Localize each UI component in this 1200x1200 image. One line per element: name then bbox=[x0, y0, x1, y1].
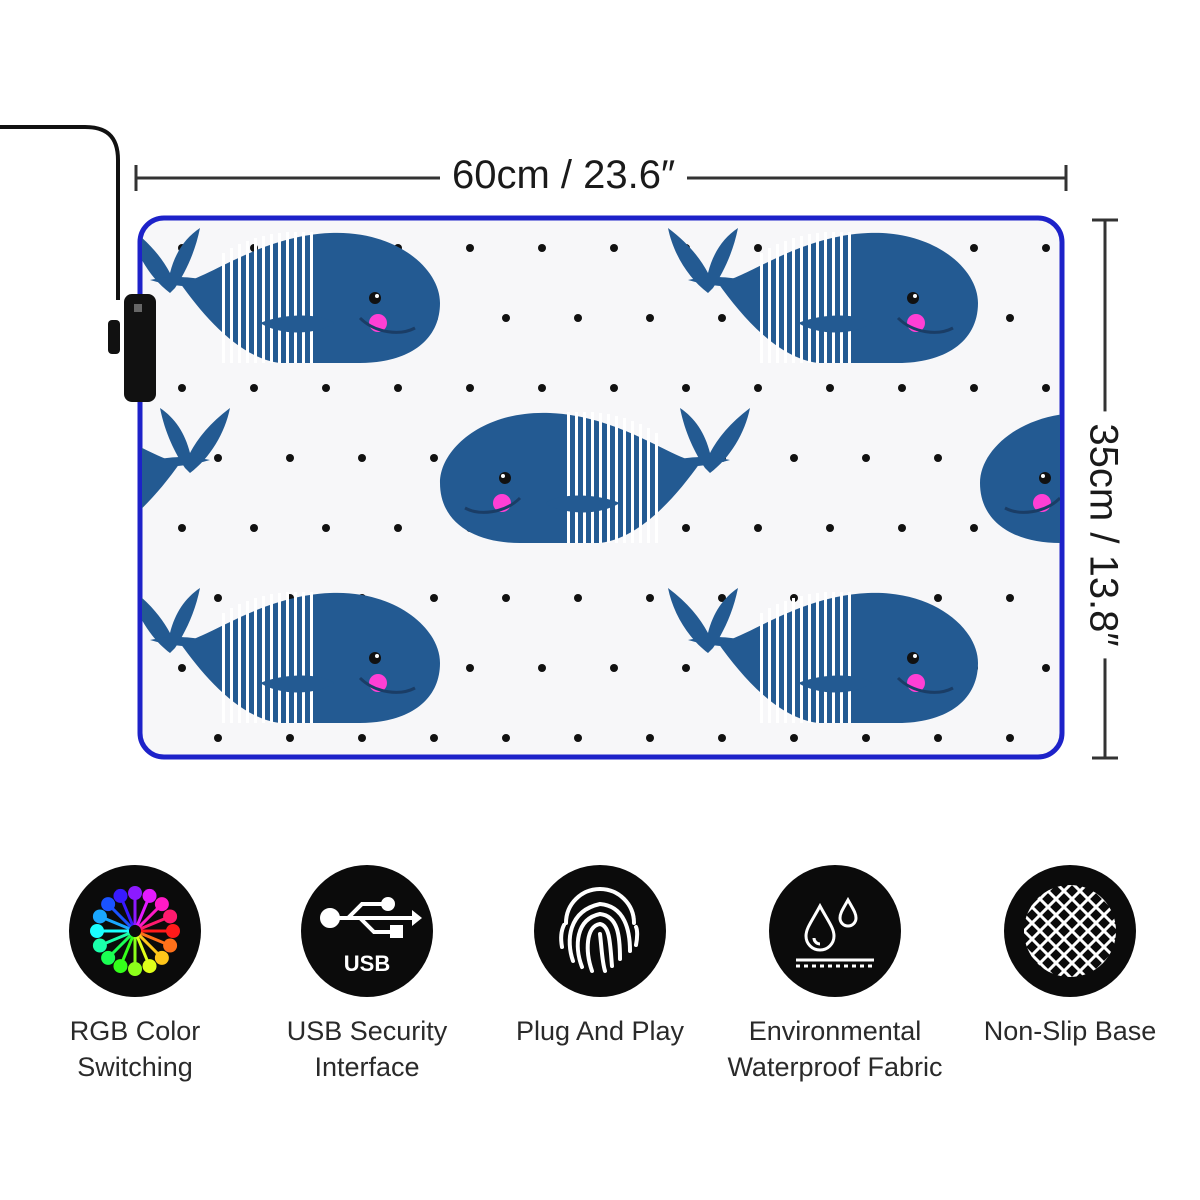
svg-text:USB: USB bbox=[344, 951, 390, 976]
rgb-controller bbox=[124, 294, 156, 402]
feature-label: USB Security Interface bbox=[286, 1016, 448, 1082]
feature-waterproof-fabric: Environmental Waterproof Fabric bbox=[720, 865, 950, 1085]
feature-label: RGB Color Switching bbox=[69, 1016, 201, 1082]
water-drops-icon bbox=[769, 865, 901, 997]
fingerprint-icon bbox=[534, 865, 666, 997]
whale-pattern bbox=[142, 226, 1060, 742]
mousepad-illustration bbox=[0, 125, 1118, 760]
feature-rgb-color: RGB Color Switching bbox=[20, 865, 250, 1085]
feature-usb-interface: USB USB Security Interface bbox=[252, 865, 482, 1085]
height-dimension-label: 35cm / 13.8″ bbox=[1080, 411, 1126, 659]
feature-label: Environmental Waterproof Fabric bbox=[727, 1016, 943, 1082]
usb-icon: USB bbox=[301, 865, 433, 997]
feature-plug-and-play: Plug And Play bbox=[485, 865, 715, 1049]
rgb-color-wheel-icon bbox=[69, 865, 201, 997]
feature-label: Plug And Play bbox=[515, 1016, 685, 1046]
grid-mesh-icon bbox=[1004, 865, 1136, 997]
feature-label: Non-Slip Base bbox=[983, 1016, 1157, 1046]
width-dimension-label: 60cm / 23.6″ bbox=[440, 153, 688, 198]
feature-non-slip-base: Non-Slip Base bbox=[955, 865, 1185, 1049]
